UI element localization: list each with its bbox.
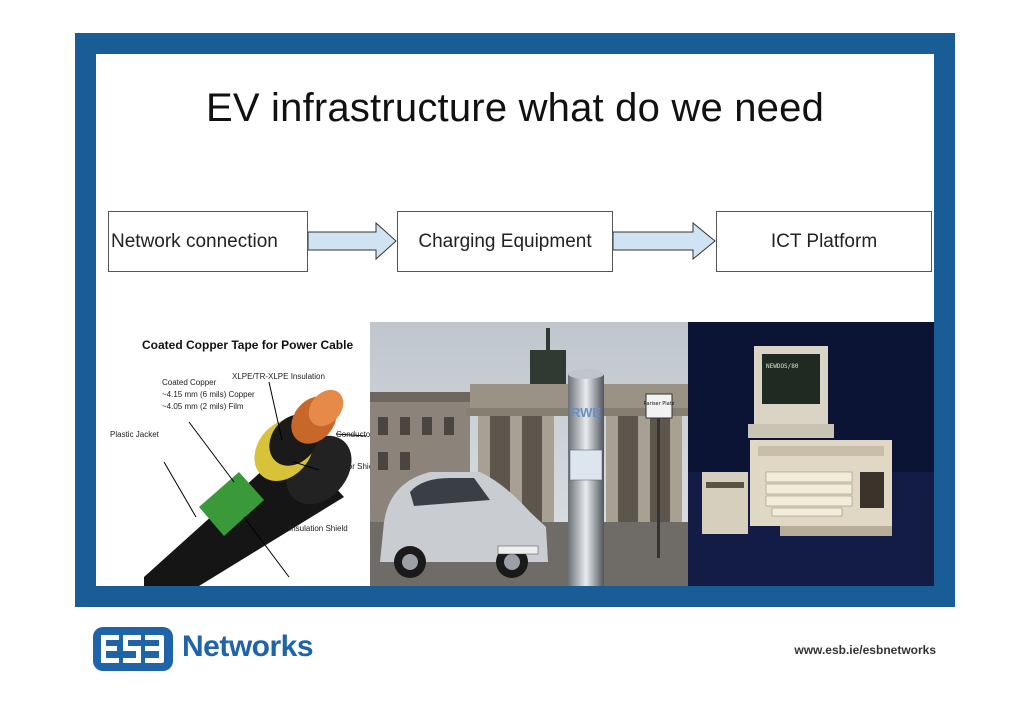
esb-logo-icon <box>93 627 173 671</box>
retro-computer-illustration: NEWDOS/80 <box>688 322 934 586</box>
charging-station-illustration: Pariser Platz RWE <box>370 322 688 586</box>
label-coated-copper: Coated Copper <box>162 378 217 387</box>
cable-diagram: Coated Copper Tape for Power Cable Coate… <box>104 322 370 586</box>
footer-url[interactable]: www.esb.ie/esbnetworks <box>794 643 936 657</box>
label-conductor-shield: Conductor Shield <box>318 462 370 471</box>
label-conductor: Conductor <box>336 430 370 439</box>
street-sign-text: Pariser Platz <box>644 401 675 407</box>
footer-brand: Networks <box>182 630 314 663</box>
cable-diagram-title: Coated Copper Tape for Power Cable <box>142 338 354 352</box>
computer-photo: NEWDOS/80 <box>688 322 934 586</box>
flow-arrow-icon <box>613 222 716 260</box>
flow-step-network-connection: Network connection <box>108 211 308 272</box>
label-plastic-jacket: Plastic Jacket <box>110 430 159 439</box>
label-copper-spec: ~4.15 mm (6 mils) Copper <box>162 390 255 399</box>
label-insulation: XLPE/TR-XLPE Insulation <box>232 372 325 381</box>
flow-step-charging-equipment: Charging Equipment <box>397 211 613 272</box>
label-film-spec: ~4.05 mm (2 mils) Film <box>162 402 244 411</box>
flow-step-ict-platform: ICT Platform <box>716 211 932 272</box>
monitor-screen-text: NEWDOS/80 <box>766 363 799 370</box>
station-brand-text: RWE <box>571 405 601 420</box>
label-insulation-shield: Insulation Shield <box>289 524 348 533</box>
charging-station-photo: Pariser Platz RWE <box>370 322 688 586</box>
slide-title: EV infrastructure what do we need <box>205 86 825 130</box>
flow-arrow-icon <box>308 222 397 260</box>
slide: EV infrastructure what do we need Networ… <box>96 54 934 586</box>
cable-illustration <box>144 381 367 586</box>
